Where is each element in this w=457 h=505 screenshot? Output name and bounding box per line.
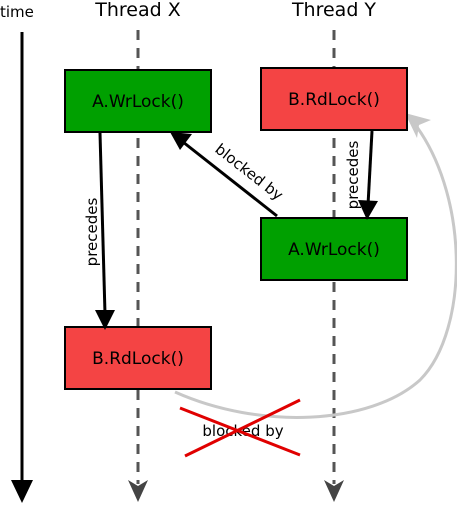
blocked-by-arrowhead — [170, 132, 192, 150]
cross-line-2 — [184, 398, 301, 458]
thread-y-title: Thread Y — [291, 0, 376, 21]
precedes-y-label: precedes — [344, 141, 362, 210]
x-rdlock-label: B.RdLock() — [92, 349, 184, 369]
thread-x-lifeline-arrowhead — [128, 480, 148, 502]
time-axis-arrowhead — [11, 480, 33, 503]
y-wrlock-box: A.WrLock() — [260, 217, 408, 281]
time-label: time — [0, 3, 34, 21]
y-rdlock-box: B.RdLock() — [260, 67, 408, 131]
cross-line-1 — [179, 406, 301, 457]
deadlock-cycle-curve — [174, 117, 457, 419]
thread-y-lifeline-arrowhead — [324, 480, 344, 502]
y-rdlock-label: B.RdLock() — [288, 90, 380, 110]
x-rdlock-box: B.RdLock() — [64, 326, 212, 390]
blocked-by-crossed-label: blocked by — [202, 422, 283, 440]
x-wrlock-box: A.WrLock() — [64, 69, 212, 133]
blocked-by-arrow — [182, 140, 278, 218]
precedes-x-arrowhead — [95, 310, 115, 330]
precedes-y-arrow — [366, 130, 374, 206]
precedes-x-arrow — [98, 132, 107, 315]
deadlock-cycle-arrowhead — [405, 113, 431, 138]
y-wrlock-label: A.WrLock() — [288, 240, 380, 260]
thread-x-title: Thread X — [94, 0, 181, 21]
x-wrlock-label: A.WrLock() — [92, 92, 184, 112]
precedes-x-label: precedes — [83, 198, 101, 267]
precedes-y-arrowhead — [358, 200, 378, 220]
